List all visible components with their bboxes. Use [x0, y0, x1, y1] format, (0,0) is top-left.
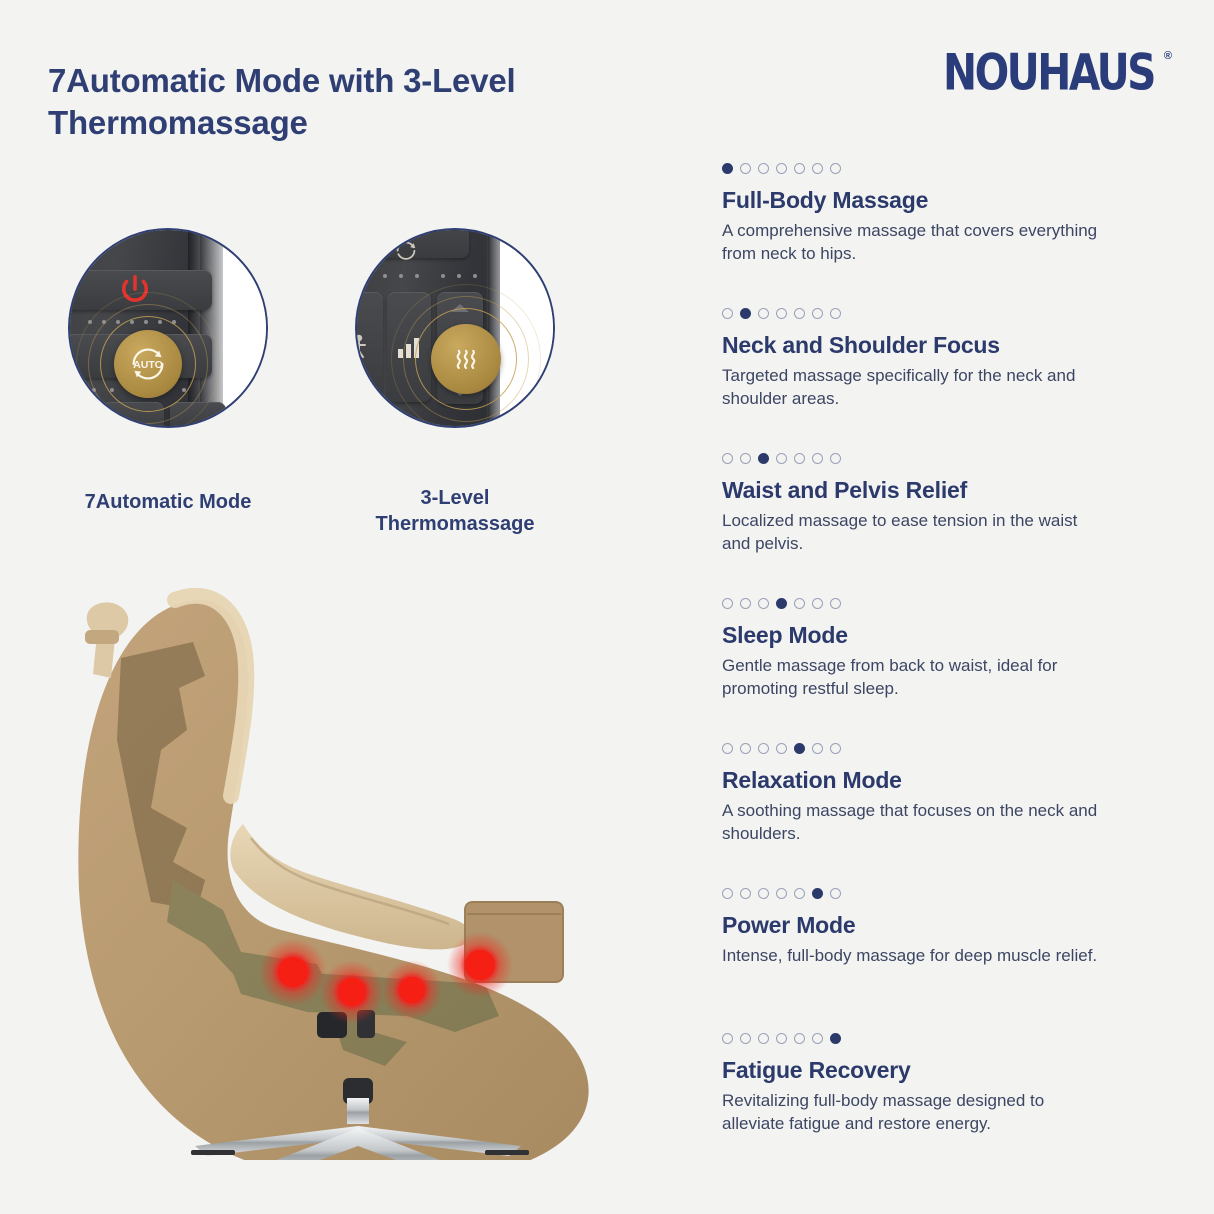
base-leg-right-front [358, 1128, 440, 1160]
chair-base [191, 1078, 529, 1160]
feature-item-4: Sleep Mode Gentle massage from back to w… [722, 598, 1142, 743]
person-massage-icon [357, 334, 366, 358]
feature-title-2: Neck and Shoulder Focus [722, 332, 1000, 358]
base-leg-left-front [276, 1128, 358, 1160]
feature-description-3: Localized massage to ease tension in the… [722, 511, 1078, 554]
step-indicator-3 [722, 453, 1142, 464]
step-indicator-1 [722, 163, 1142, 174]
brand-logo-text: NOUHAUS [943, 43, 1156, 102]
feature-photo-auto-mode: AUTO 7Automatic Mode [68, 228, 268, 513]
step-indicator-2 [722, 308, 1142, 319]
feature-title-1: Full-Body Massage [722, 187, 929, 213]
auto-cycle-small-icon [396, 241, 416, 260]
feature-item-6: Power Mode Intense, full-body massage fo… [722, 888, 1142, 1033]
auto-cycle-icon: AUTO [132, 348, 164, 380]
chair-body [78, 587, 589, 1160]
massage-chair-illustration [78, 587, 589, 1160]
strap-buckle [85, 630, 119, 644]
brand-logo: NOUHAUS ® [943, 47, 1172, 97]
glow-ring-inner-2 [415, 308, 517, 410]
remote-led-indicators-3 [441, 274, 477, 278]
glow-ring-outer-2 [391, 284, 541, 426]
feature-description-2: Targeted massage specifically for the ne… [722, 366, 1076, 409]
feature-item-5: Relaxation Mode A soothing massage that … [722, 743, 1142, 888]
thermomassage-button[interactable] [431, 324, 501, 394]
gas-cylinder [347, 1098, 369, 1124]
feature-photo-caption-1: 7Automatic Mode [84, 491, 252, 513]
feature-title-5: Relaxation Mode [722, 767, 902, 793]
glow-ring-inner [100, 316, 196, 412]
photo-circle-1: AUTO [68, 228, 268, 428]
feature-description-5: A soothing massage that focuses on the n… [722, 801, 1098, 844]
glow-ring-outer [76, 292, 220, 426]
remote-button-slot-left [357, 292, 383, 402]
step-indicator-7 [722, 1033, 1142, 1044]
feature-item-2: Neck and Shoulder Focus Targeted massage… [722, 308, 1142, 453]
feature-list: Full-Body Massage A comprehensive massag… [722, 163, 1142, 1178]
step-indicator-4 [722, 598, 1142, 609]
feature-description-1: A comprehensive massage that covers ever… [722, 221, 1098, 264]
caster-1 [191, 1150, 235, 1155]
glow-ring-mid-2 [403, 296, 529, 422]
feature-item-1: Full-Body Massage A comprehensive massag… [722, 163, 1142, 308]
heat-nodes [259, 932, 513, 1024]
registered-trademark-icon: ® [1163, 50, 1172, 62]
backrest-trim [167, 587, 255, 804]
feature-title-7: Fatigue Recovery [722, 1057, 911, 1083]
feature-description-6: Intense, full-body massage for deep musc… [722, 946, 1098, 965]
feature-photo-caption-2: 3-Level Thermomassage [375, 487, 535, 535]
auto-mode-button[interactable]: AUTO [114, 330, 182, 398]
page-title: 7Automatic Mode with 3-Level Thermomassa… [48, 62, 516, 141]
step-indicator-6 [722, 888, 1142, 899]
glow-ring-mid [88, 304, 208, 424]
seat-cushion [230, 824, 473, 950]
svg-text:AUTO: AUTO [133, 359, 163, 371]
swivel-collar [343, 1078, 373, 1104]
base-leg-left-back [195, 1126, 358, 1156]
feature-title-6: Power Mode [722, 912, 856, 938]
feature-title-3: Waist and Pelvis Relief [722, 477, 968, 503]
step-indicator-5 [722, 743, 1142, 754]
feature-item-7: Fatigue Recovery Revitalizing full-body … [722, 1033, 1142, 1178]
feature-item-3: Waist and Pelvis Relief Localized massag… [722, 453, 1142, 598]
base-leg-right-back [358, 1126, 521, 1156]
caster-2 [485, 1150, 529, 1155]
cushion-seam [250, 837, 450, 926]
photo-circle-2 [355, 228, 555, 428]
feature-description-4: Gentle massage from back to waist, ideal… [722, 656, 1058, 699]
feature-description-7: Revitalizing full-body massage designed … [722, 1091, 1045, 1134]
feature-title-4: Sleep Mode [722, 622, 848, 648]
remote-button-slot-upper [373, 230, 469, 258]
heat-wave-icon [456, 349, 476, 370]
feature-photo-thermomassage: 3-Level Thermomassage [355, 228, 555, 535]
remote-led-indicators-2 [367, 274, 419, 278]
